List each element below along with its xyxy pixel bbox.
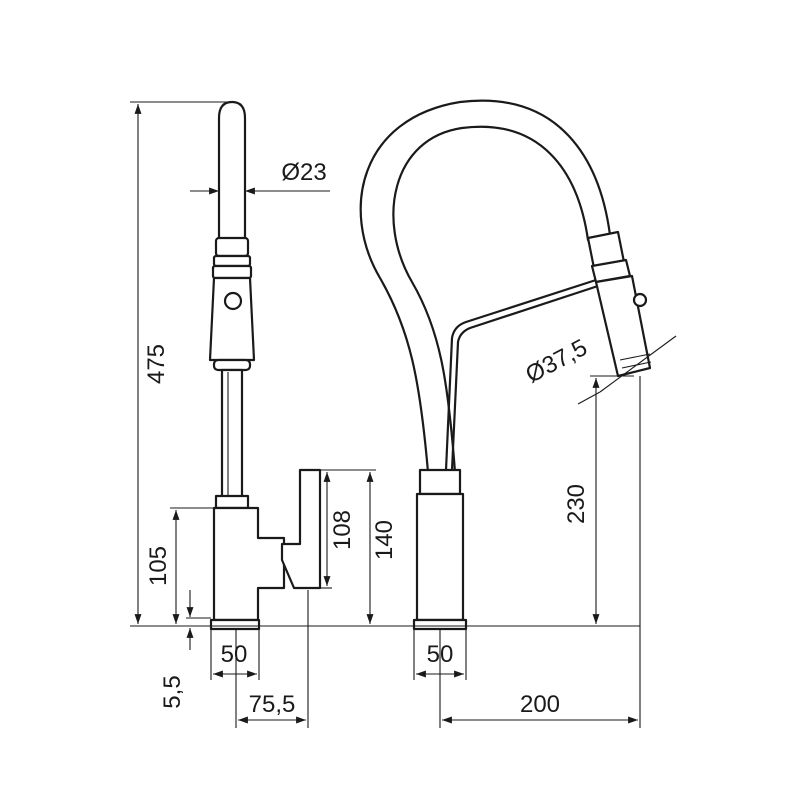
front-body bbox=[415, 492, 465, 622]
side-outlet-ring bbox=[212, 358, 252, 372]
dim-total-height: 475 bbox=[143, 344, 170, 384]
front-base-plate bbox=[412, 618, 468, 631]
side-body-cap bbox=[214, 494, 250, 510]
side-spray-button bbox=[223, 291, 243, 311]
dim-base-width-front: 50 bbox=[427, 641, 454, 668]
dimension-labels: 475 Ø23 105 5,5 50 75,5 108 140 Ø37,5 23… bbox=[143, 159, 592, 718]
front-gooseneck-outer bbox=[359, 99, 612, 474]
side-collar-ring bbox=[212, 254, 252, 268]
dim-head-diameter: Ø37,5 bbox=[521, 334, 591, 389]
side-body bbox=[212, 506, 286, 622]
dim-base-width-side: 50 bbox=[221, 641, 248, 668]
dim-handle-offset: 75,5 bbox=[249, 691, 296, 718]
front-body-cap bbox=[418, 468, 462, 496]
dimensions bbox=[130, 101, 677, 728]
dim-reach: 200 bbox=[520, 691, 560, 718]
dim-lever-height-a: 108 bbox=[329, 510, 356, 550]
dim-base-gap: 5,5 bbox=[159, 675, 186, 708]
dim-spout-diameter: Ø23 bbox=[281, 159, 326, 186]
side-lever bbox=[280, 468, 322, 590]
side-hose bbox=[220, 368, 244, 500]
side-collar-top bbox=[214, 236, 250, 258]
side-view bbox=[208, 100, 322, 631]
front-gooseneck-inner bbox=[392, 125, 590, 474]
front-hose-guide bbox=[444, 278, 598, 472]
dim-base-height: 105 bbox=[145, 546, 172, 586]
side-base-plate bbox=[209, 618, 261, 631]
front-view bbox=[359, 99, 652, 631]
side-collar-bottom bbox=[211, 264, 253, 280]
dim-outlet-height: 230 bbox=[563, 484, 590, 524]
side-spray-head bbox=[208, 276, 256, 362]
side-spout-tube bbox=[217, 100, 247, 242]
dim-lever-height-b: 140 bbox=[371, 520, 398, 560]
front-spray-button bbox=[632, 292, 648, 308]
